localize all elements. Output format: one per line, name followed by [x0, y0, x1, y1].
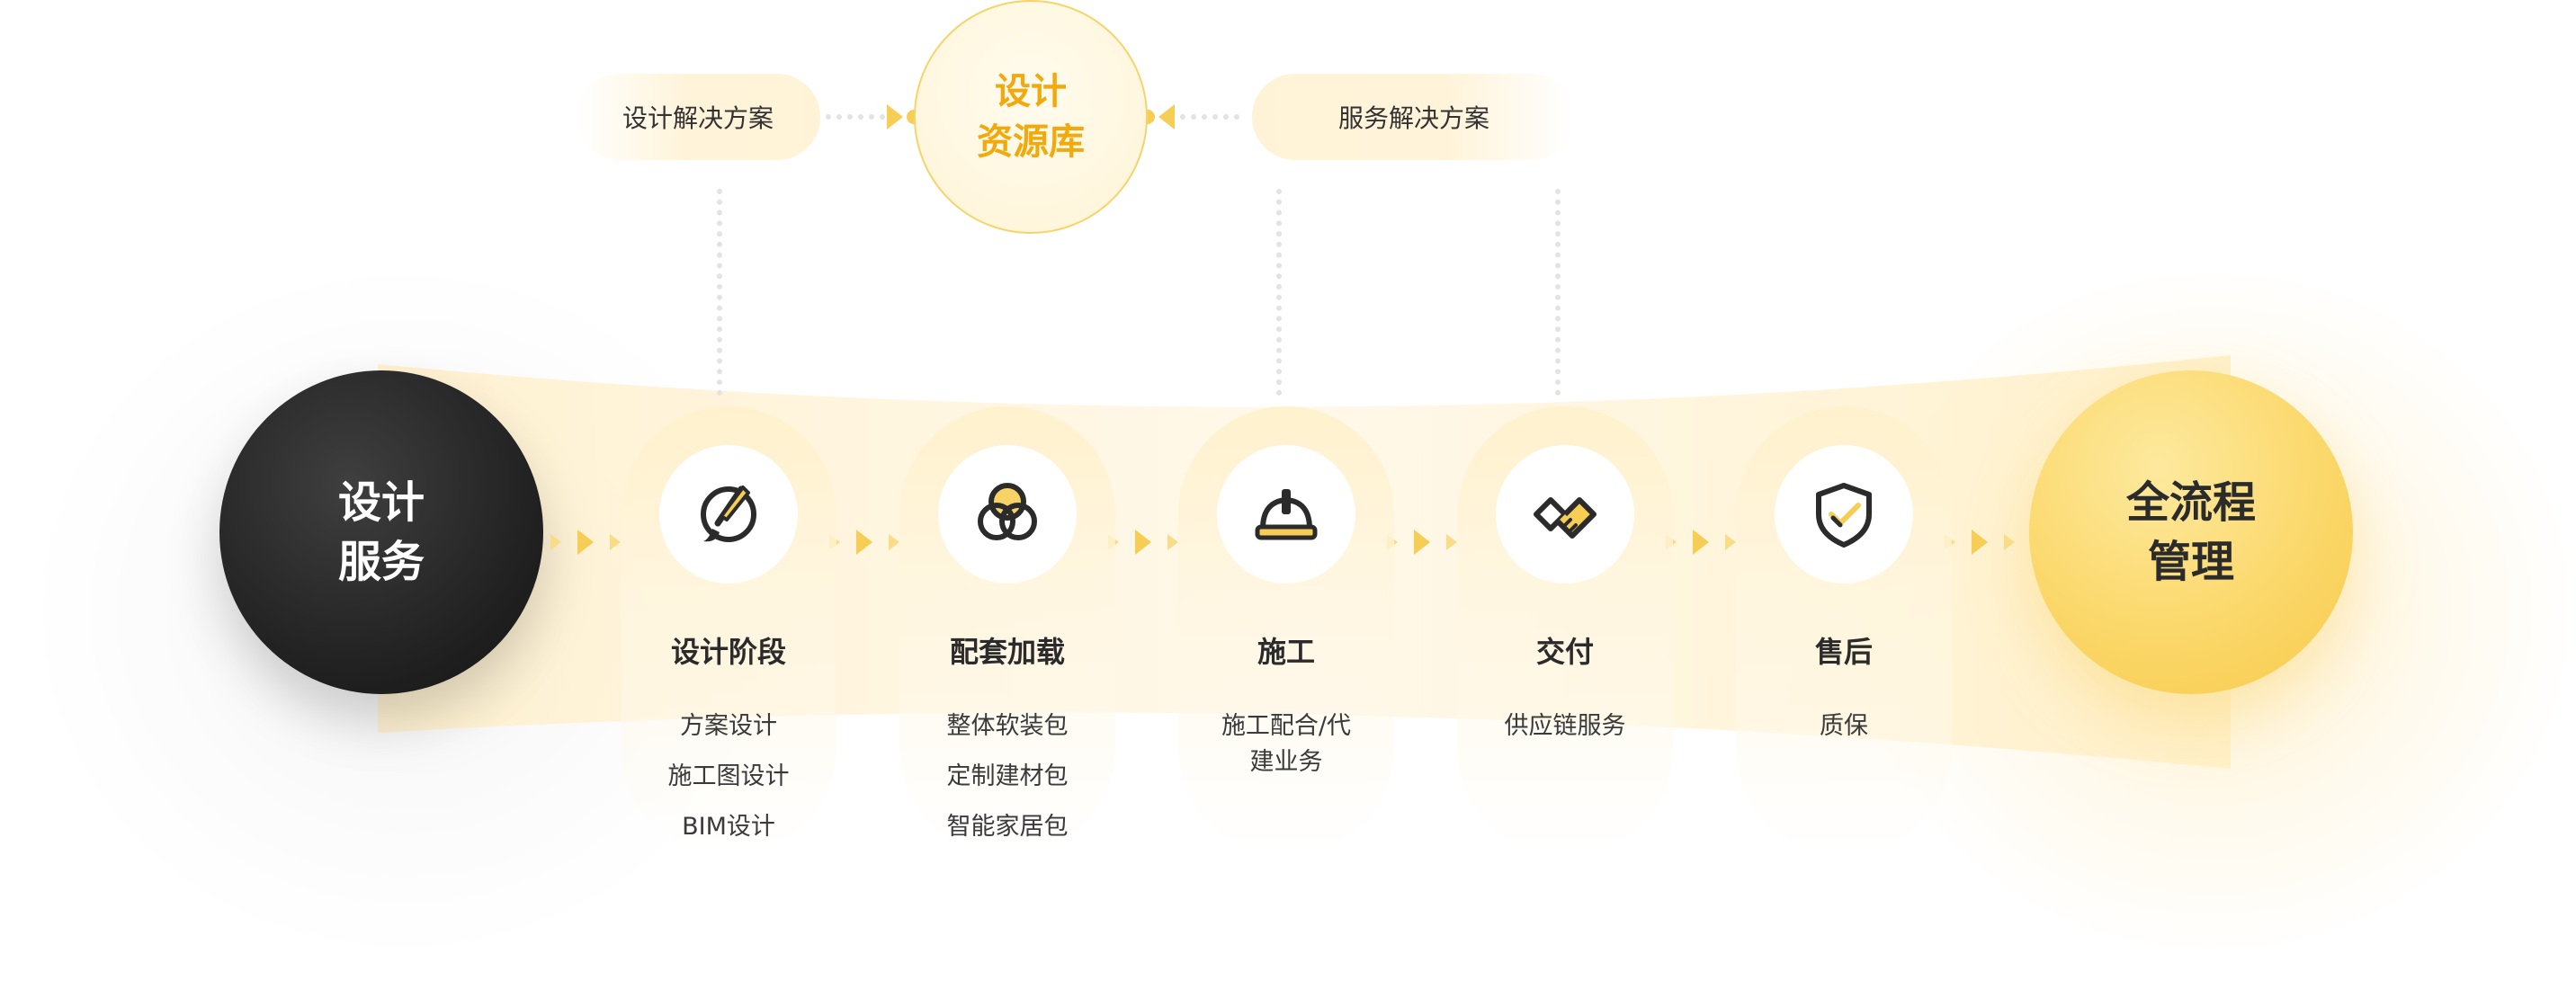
- stage-icon-wrap: [1775, 445, 1913, 584]
- stage-item: 整体软装包: [946, 712, 1069, 740]
- flow-arrows: [1945, 529, 2015, 556]
- dash-right-horizontal: [1180, 114, 1239, 120]
- arrow-icon: [856, 530, 872, 555]
- stage-icon-wrap: [1496, 445, 1634, 584]
- stage-card-construction: 施工 施工配合/代 建业务: [1178, 406, 1394, 856]
- stage-items: 质保: [1736, 708, 1952, 759]
- arrow-icon: [1693, 530, 1709, 555]
- stage-item: 质保: [1820, 712, 1868, 740]
- stage-item: 方案设计: [680, 712, 777, 740]
- stage-icon-wrap: [659, 445, 798, 584]
- stage-title: 售后: [1814, 635, 1873, 669]
- small-arrow-icon: [550, 534, 561, 550]
- arrow-icon: [577, 530, 594, 555]
- stage-item: BIM设计: [682, 813, 775, 841]
- flow-arrows: [550, 529, 621, 556]
- flow-arrows: [829, 529, 899, 556]
- stage-items: 供应链服务: [1457, 708, 1673, 759]
- stage-item-line: 施工配合/代: [1221, 712, 1352, 740]
- dash-line-mid: [1276, 189, 1282, 396]
- design-solution-label: 设计解决方案: [576, 74, 820, 160]
- stage-item: 供应链服务: [1504, 712, 1626, 740]
- handshake-icon: [1534, 497, 1597, 539]
- stage-card-after-sales: 售后 质保: [1736, 406, 1952, 856]
- stage-card-packages: 配套加载 整体软装包 定制建材包 智能家居包: [899, 406, 1115, 856]
- end-line1: 全流程: [2125, 477, 2256, 528]
- small-arrow-icon: [610, 534, 621, 550]
- service-solution-label: 服务解决方案: [1252, 74, 1576, 160]
- small-arrow-icon: [1167, 534, 1178, 550]
- stage-item: 施工图设计: [667, 762, 790, 790]
- stage-icon-wrap: [1217, 445, 1355, 584]
- dash-line-right: [1555, 189, 1561, 396]
- stage-title: 施工: [1257, 635, 1315, 669]
- stage-title: 配套加载: [949, 635, 1065, 669]
- dash-left-horizontal: [826, 114, 885, 120]
- stage-items: 施工配合/代 建业务: [1178, 708, 1394, 780]
- three-circles-icon: [978, 483, 1037, 540]
- design-service-circle: 设计 服务: [219, 370, 543, 694]
- shield-check-icon: [1816, 483, 1872, 548]
- end-line2: 管理: [2147, 537, 2234, 587]
- stage-item: 定制建材包: [946, 762, 1069, 790]
- stage-items: 方案设计 施工图设计 BIM设计: [621, 708, 836, 860]
- stage-items: 整体软装包 定制建材包 智能家居包: [899, 708, 1115, 860]
- start-line1: 设计: [337, 477, 425, 528]
- dash-line-left: [717, 189, 722, 396]
- arrow-icon: [1414, 530, 1430, 555]
- small-arrow-icon: [889, 534, 899, 550]
- resource-line1: 设计: [995, 71, 1067, 112]
- small-arrow-icon: [2004, 534, 2015, 550]
- resource-line2: 资源库: [977, 121, 1085, 163]
- stage-item-line: 建业务: [1249, 748, 1323, 776]
- arrow-right-icon: [887, 104, 903, 129]
- flow-arrows: [1108, 529, 1178, 556]
- arrow-left-icon: [1158, 104, 1175, 129]
- service-solution-text: 服务解决方案: [1337, 103, 1489, 133]
- flow-arrows: [1666, 529, 1736, 556]
- arrow-icon: [1972, 530, 1988, 555]
- design-resource-library: 设计 资源库: [914, 0, 1148, 234]
- start-line2: 服务: [337, 537, 425, 587]
- stage-icon-wrap: [938, 445, 1077, 584]
- stage-title: 交付: [1535, 635, 1594, 669]
- design-solution-text: 设计解决方案: [622, 103, 774, 133]
- arrow-icon: [1135, 530, 1151, 555]
- stage-item: 智能家居包: [946, 813, 1069, 841]
- small-arrow-icon: [1446, 534, 1457, 550]
- stage-title: 设计阶段: [670, 635, 786, 669]
- hard-hat-icon: [1255, 489, 1318, 540]
- full-process-management-circle: 全流程 管理: [2029, 370, 2353, 694]
- stage-card-design: 设计阶段 方案设计 施工图设计 BIM设计: [621, 406, 836, 856]
- stage-card-delivery: 交付 供应链服务: [1457, 406, 1673, 856]
- brush-icon: [701, 486, 756, 542]
- small-arrow-icon: [1725, 534, 1736, 550]
- flow-arrows: [1387, 529, 1457, 556]
